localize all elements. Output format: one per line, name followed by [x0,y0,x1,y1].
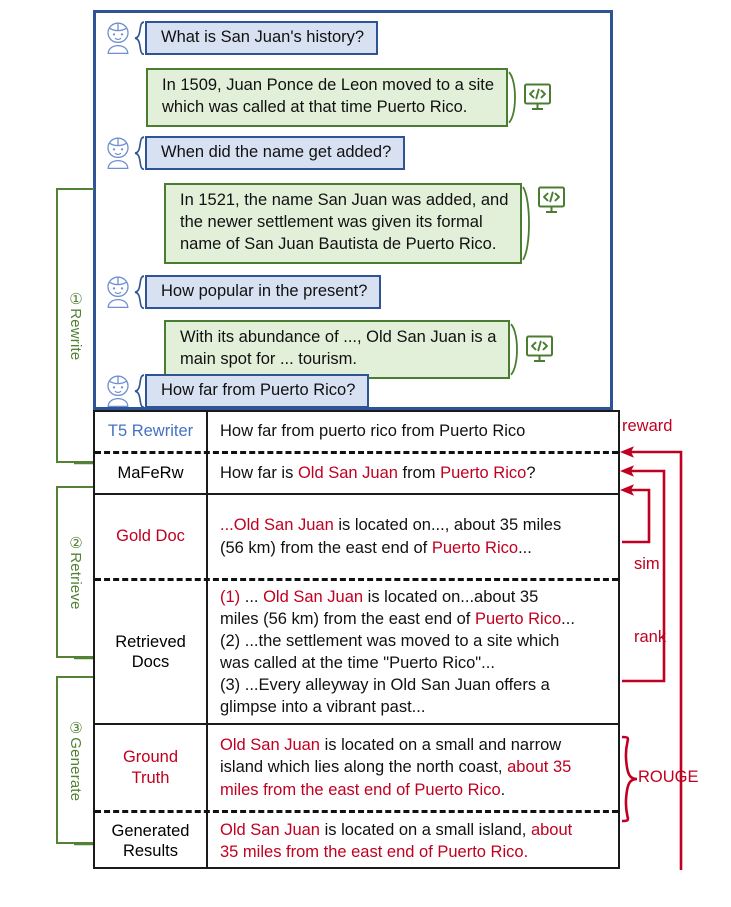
row-content-generated-results: Old San Juan is located on a small islan… [220,820,573,861]
row-label-retrieved-docs: Retrieved Docs [95,581,208,723]
question-bubble-wrap: How far from Puerto Rico? [134,374,370,409]
row-separator-dashed [95,810,618,813]
conversation-turn-assistant-1: In 1509, Juan Ponce de Leon moved to a s… [146,68,553,127]
answer-tail-icon [522,186,531,261]
reward-feedback-wiring: reward sim rank [612,400,731,880]
speech-brace-icon [134,21,145,56]
table-row: Retrieved Docs (1) ... Old San Juan is l… [95,581,618,723]
rouge-annotation: ROUGE [612,715,731,890]
answer-bubble-wrap: With its abundance of ..., Old San Juan … [164,320,523,379]
user-avatar-icon [103,21,133,55]
question-bubble-wrap: What is San Juan's history? [134,21,379,56]
table-row: Ground Truth Old San Juan is located on … [95,725,618,810]
user-message-text: How popular in the present? [145,275,382,310]
reward-arrows-icon [620,446,683,870]
question-bubble-wrap: How popular in the present? [134,275,382,310]
assistant-message-text: In 1509, Juan Ponce de Leon moved to a s… [146,68,509,127]
row-separator-solid [95,723,618,725]
answer-bubble-wrap: In 1509, Juan Ponce de Leon moved to a s… [146,68,521,127]
stage-label: ①Rewrite [67,290,84,361]
row-content-retrieved-docs: (1) ... Old San Juan is located on...abo… [220,587,575,717]
code-monitor-icon [522,82,553,113]
conversation-turn-assistant-3: With its abundance of ..., Old San Juan … [164,320,555,379]
conversation-panel: What is San Juan's history? In 1509, Jua… [93,10,613,410]
stage-rewrite: ①Rewrite [56,188,112,469]
assistant-message-text: In 1521, the name San Juan was added, an… [164,183,523,264]
table-row: T5 Rewriter How far from puerto rico fro… [95,412,618,451]
conversation-turn-user-2: When did the name get added? [103,136,406,171]
user-avatar-icon [103,136,133,170]
answer-bubble-wrap: In 1521, the name San Juan was added, an… [164,183,535,264]
code-monitor-icon [536,185,567,216]
table-row: Generated Results Old San Juan is locate… [95,813,618,869]
sim-label: sim [634,555,660,573]
conversation-turn-user-4: How far from Puerto Rico? [103,374,370,409]
answer-tail-icon [510,323,519,376]
answer-tail-icon [508,71,516,124]
speech-brace-icon [134,374,145,409]
reward-label: reward [622,417,673,435]
row-content-gold-doc: ...Old San Juan is located on..., about … [220,516,562,557]
assistant-message-text: With its abundance of ..., Old San Juan … [164,320,511,379]
speech-brace-icon [134,136,145,171]
stage-label: ③Generate [67,718,84,802]
conversation-turn-user-1: What is San Juan's history? [103,21,379,56]
row-separator-dashed [95,578,618,581]
user-avatar-icon [103,275,133,309]
code-monitor-icon [524,334,555,365]
user-message-text: When did the name get added? [145,136,406,171]
stage-retrieve: ②Retrieve [56,486,112,664]
row-label-ground-truth: Ground Truth [95,725,208,810]
row-content-ground-truth: Old San Juan is located on a small and n… [220,736,572,799]
stage-generate: ③Generate [56,676,112,850]
stage-label: ②Retrieve [67,534,84,610]
user-avatar-icon [103,374,133,408]
row-separator-solid [95,493,618,495]
row-label-gold-doc: Gold Doc [95,495,208,578]
rank-label: rank [634,628,667,646]
pipeline-table: T5 Rewriter How far from puerto rico fro… [93,410,620,869]
row-label-maferw: MaFeRw [95,454,208,493]
conversation-turn-assistant-2: In 1521, the name San Juan was added, an… [164,183,567,264]
rouge-brace-icon [621,735,638,823]
table-row: Gold Doc ...Old San Juan is located on..… [95,495,618,578]
row-label-generated-results: Generated Results [95,813,208,869]
question-bubble-wrap: When did the name get added? [134,136,406,171]
user-message-text: What is San Juan's history? [145,21,379,56]
conversation-turn-user-3: How popular in the present? [103,275,382,310]
speech-brace-icon [134,275,145,310]
row-separator-dashed [95,451,618,454]
user-message-text: How far from Puerto Rico? [145,374,370,409]
row-content-maferw: How far is Old San Juan from Puerto Rico… [220,464,536,483]
row-label-t5-rewriter: T5 Rewriter [95,412,208,451]
rouge-label: ROUGE [638,768,699,786]
row-content-t5-rewriter: How far from puerto rico from Puerto Ric… [220,422,526,441]
table-row: MaFeRw How far is Old San Juan from Puer… [95,454,618,493]
